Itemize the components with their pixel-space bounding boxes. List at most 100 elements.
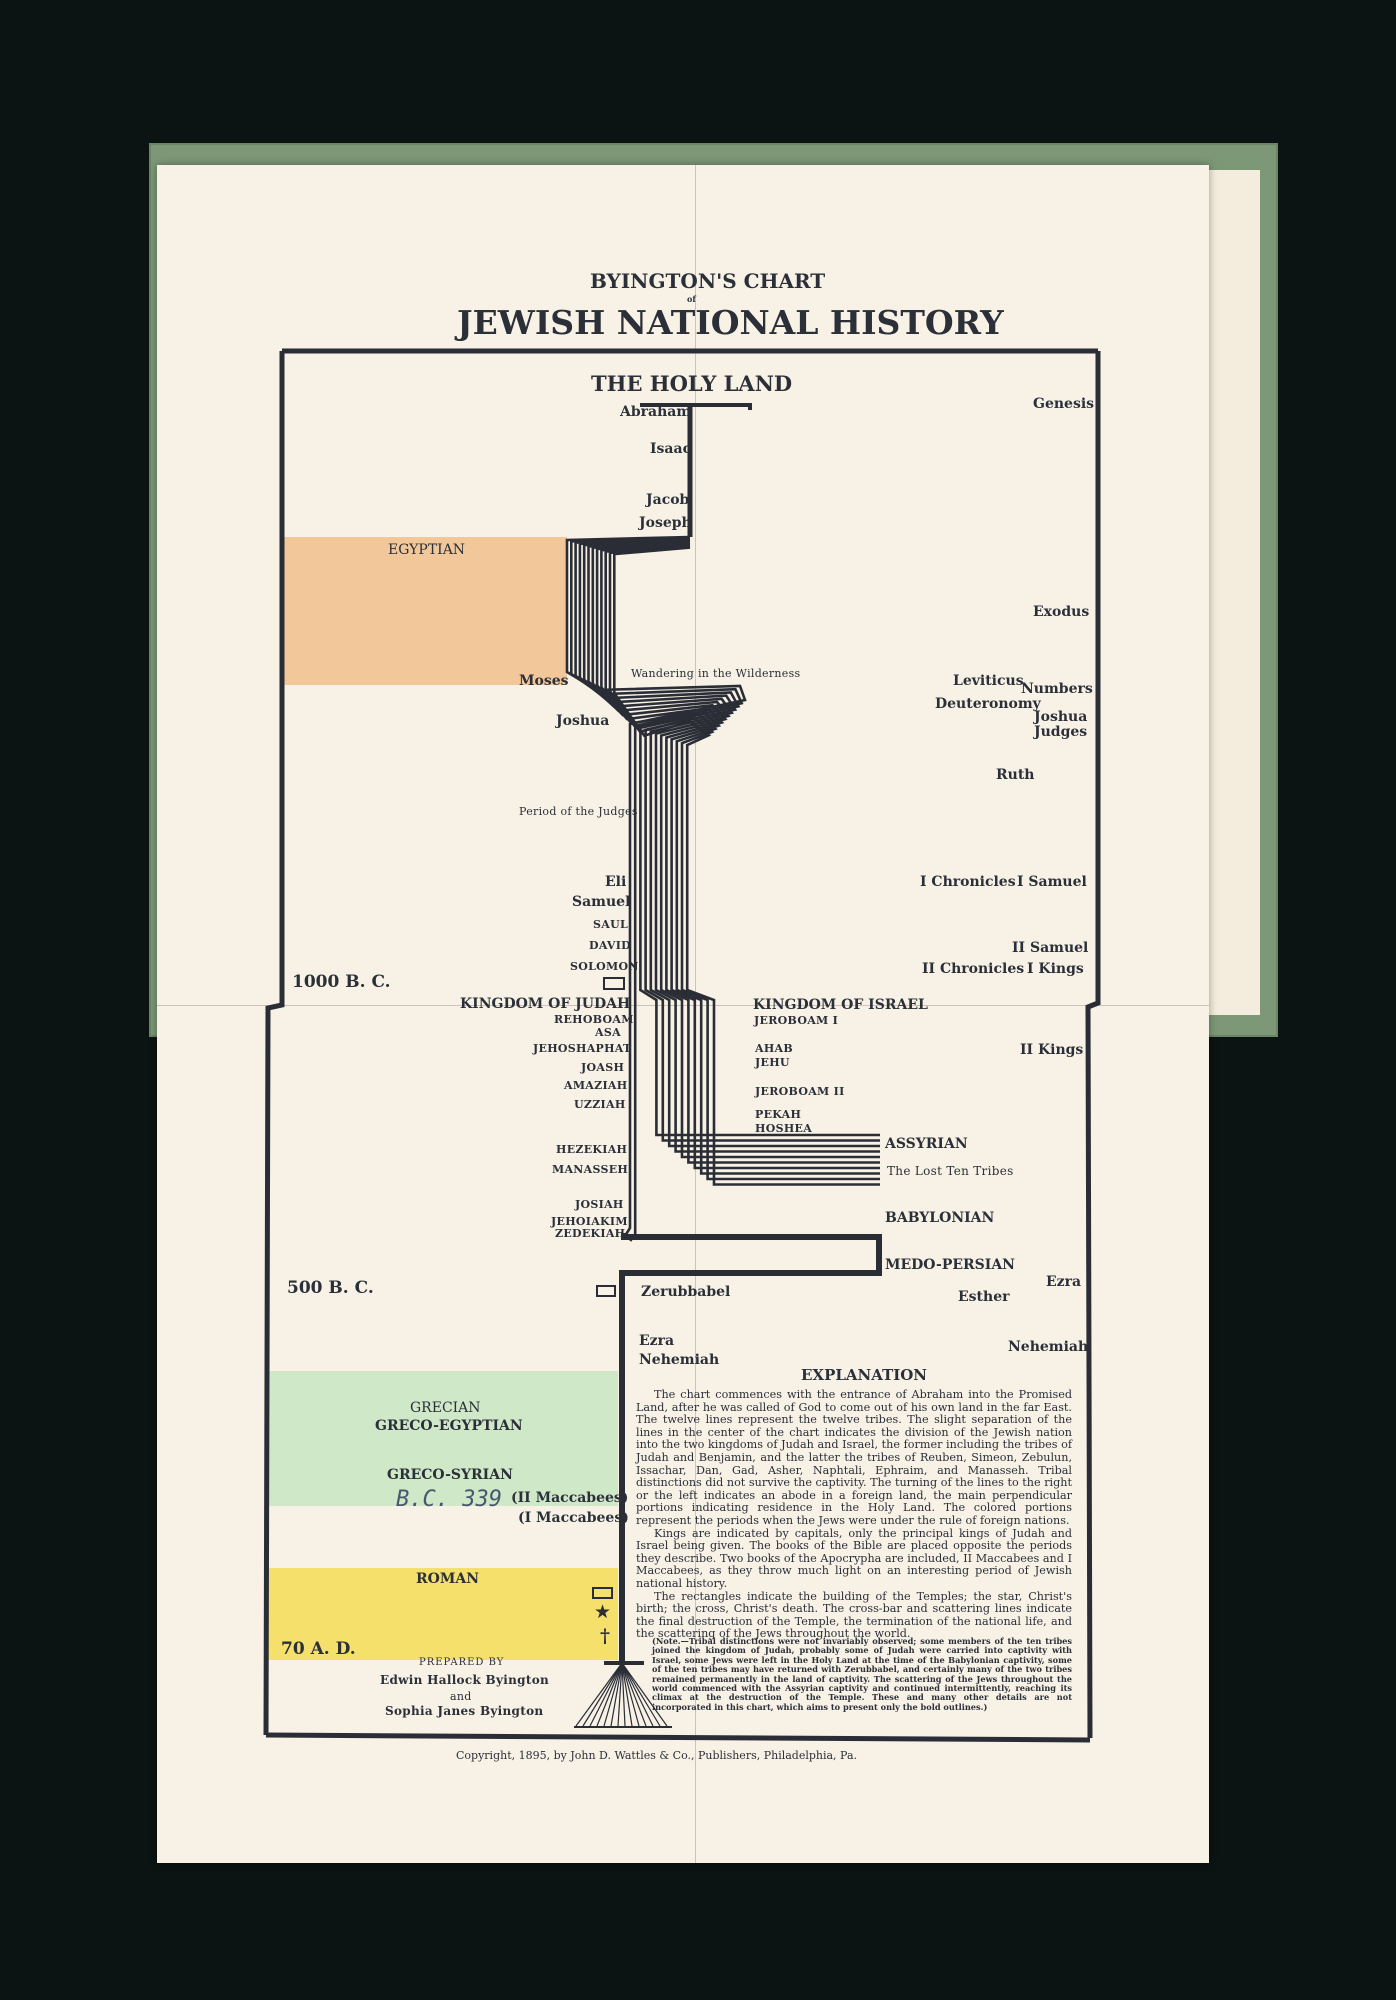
babylonian-label: BABYLONIAN xyxy=(885,1210,995,1226)
frame-bottom xyxy=(265,1732,1091,1743)
tribe-line xyxy=(600,543,880,1170)
handwritten-note: B.C. 339 xyxy=(396,1487,502,1512)
kingdom-of-judah: KINGDOM OF JUDAH xyxy=(460,996,631,1012)
king-uzziah: UZZIAH xyxy=(574,1098,626,1111)
author-and: and xyxy=(450,1690,472,1703)
king-zedekiah: ZEDEKIAH xyxy=(555,1227,626,1240)
king-joash: JOASH xyxy=(581,1061,625,1074)
assyrian-label: ASSYRIAN xyxy=(885,1136,968,1152)
king-solomon: SOLOMON xyxy=(570,960,639,973)
chart-title-of: of xyxy=(687,294,696,304)
king-ahab: AHAB xyxy=(755,1042,793,1055)
kingdom-of-israel: KINGDOM OF ISRAEL xyxy=(753,997,928,1013)
chart-frame xyxy=(263,348,1101,1743)
explanation-p1: The chart commences with the entrance of… xyxy=(636,1388,1072,1527)
book-i-chronicles: I Chronicles xyxy=(920,874,1016,890)
name-joseph: Joseph xyxy=(639,515,692,531)
scatter-line xyxy=(589,1662,623,1727)
scatter-line xyxy=(575,1662,623,1727)
scatter-line xyxy=(603,1662,623,1727)
scatter-line xyxy=(621,1662,640,1727)
frame-left xyxy=(263,351,285,1736)
name-moses: Moses xyxy=(519,673,569,689)
king-hoshea: HOSHEA xyxy=(755,1122,813,1135)
king-jehoshaphat: JEHOSHAPHAT xyxy=(533,1042,632,1055)
roman-label: ROMAN xyxy=(416,1571,479,1587)
tribe-line xyxy=(595,542,880,1164)
king-manasseh: MANASSEH xyxy=(552,1163,629,1176)
king-amaziah: AMAZIAH xyxy=(564,1079,628,1092)
name-zerubbabel: Zerubbabel xyxy=(641,1284,731,1300)
name-eli: Eli xyxy=(605,874,627,890)
tribe-line xyxy=(587,540,880,1153)
scatter-line xyxy=(621,1662,626,1727)
grecian-label: GRECIAN xyxy=(410,1400,481,1416)
chart-title-line1: BYINGTON'S CHART xyxy=(590,269,826,293)
temple-rect-herod xyxy=(592,1587,613,1599)
tribe-line xyxy=(582,539,880,1148)
author-sophia: Sophia Janes Byington xyxy=(385,1704,544,1718)
explanation-note: (Note.—Tribal distinctions were not inva… xyxy=(652,1636,1072,1712)
egyptian-band xyxy=(283,537,567,685)
king-jehu: JEHU xyxy=(755,1056,790,1069)
book-i-samuel: I Samuel xyxy=(1017,874,1087,890)
king-jehoiakim: JEHOIAKIM xyxy=(551,1215,628,1228)
star-icon: ★ xyxy=(594,1601,612,1623)
book-inner-page xyxy=(1200,170,1260,1015)
tribe-line xyxy=(578,538,880,1142)
book-judges: Judges xyxy=(1034,724,1088,740)
ii-maccabees-label: (II Maccabees) xyxy=(511,1490,629,1506)
date-1000bc: 1000 B. C. xyxy=(292,972,391,992)
tribe-line xyxy=(565,535,747,1237)
book-ii-samuel: II Samuel xyxy=(1012,940,1089,956)
scatter-line xyxy=(621,1662,668,1727)
wandering-label: Wandering in the Wilderness xyxy=(631,667,801,680)
scatter-line xyxy=(596,1662,623,1727)
lost-ten-tribes: The Lost Ten Tribes xyxy=(887,1164,1014,1178)
copyright-line: Copyright, 1895, by John D. Wattles & Co… xyxy=(456,1749,858,1762)
book-nehemiah: Nehemiah xyxy=(1008,1339,1089,1355)
book-genesis: Genesis xyxy=(1033,396,1095,412)
king-jeroboam-i: JEROBOAM I xyxy=(754,1014,839,1027)
name-samuel: Samuel xyxy=(572,894,631,910)
scatter-line xyxy=(617,1662,623,1727)
holy-land-heading: THE HOLY LAND xyxy=(591,371,793,396)
book-deuteronomy: Deuteronomy xyxy=(935,696,1041,712)
temple-rectangles xyxy=(592,977,625,1599)
grecian-band xyxy=(268,1371,618,1506)
return-line xyxy=(619,1233,882,1662)
explanation-p3: The rectangles indicate the building of … xyxy=(636,1589,1072,1641)
king-david: DAVID xyxy=(589,939,631,952)
explanation-text: The chart commences with the entrance of… xyxy=(636,1388,1072,1641)
book-exodus: Exodus xyxy=(1033,604,1090,620)
book-joshua: Joshua xyxy=(1034,709,1088,725)
scatter-line xyxy=(621,1662,633,1727)
book-esther: Esther xyxy=(958,1289,1010,1305)
name-ezra: Ezra xyxy=(639,1333,675,1349)
book-numbers: Numbers xyxy=(1021,681,1093,697)
tribe-line xyxy=(569,536,744,1242)
scatter-line xyxy=(621,1662,661,1727)
egyptian-label: EGYPTIAN xyxy=(388,542,466,558)
date-500bc: 500 B. C. xyxy=(287,1278,374,1298)
explanation-p2: Kings are indicated by capitals, only th… xyxy=(636,1526,1072,1590)
greco-egyptian-label: GRECO-EGYPTIAN xyxy=(375,1418,523,1434)
book-ruth: Ruth xyxy=(996,767,1035,783)
name-joshua: Joshua xyxy=(556,713,610,729)
roman-band xyxy=(268,1568,618,1660)
book-leviticus: Leviticus xyxy=(953,673,1024,689)
tribe-line xyxy=(604,544,880,1175)
name-jacob: Jacob xyxy=(646,492,690,508)
tribe-line xyxy=(591,541,880,1159)
name-isaac: Isaac xyxy=(650,441,692,457)
author-edwin: Edwin Hallock Byington xyxy=(380,1673,550,1687)
scatter-line xyxy=(621,1662,647,1727)
scatter-line xyxy=(621,1662,654,1727)
scatter-line xyxy=(582,1662,623,1727)
cross-icon: † xyxy=(600,1625,610,1647)
prepared-by-label: PREPARED BY xyxy=(419,1657,505,1668)
greco-syrian-label: GRECO-SYRIAN xyxy=(387,1467,513,1483)
tribe-line xyxy=(608,545,880,1181)
book-i-kings: I Kings xyxy=(1027,961,1084,977)
